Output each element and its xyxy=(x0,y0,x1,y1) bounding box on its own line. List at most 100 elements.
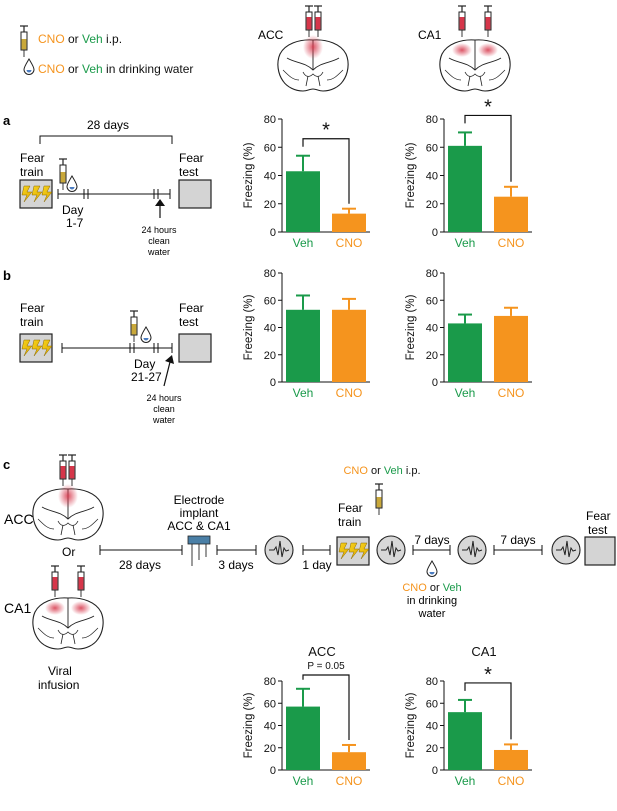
bar-veh xyxy=(448,712,482,770)
y-tick-label: 80 xyxy=(426,676,438,688)
x-tick-label: Veh xyxy=(455,386,476,400)
y-tick-label: 0 xyxy=(432,227,438,239)
syringe-icon xyxy=(313,5,323,38)
fear-test-box xyxy=(584,536,616,566)
brain-ca1-top: CA1 xyxy=(418,5,511,92)
chart-title: ACC xyxy=(308,644,335,659)
note-label: water xyxy=(147,247,170,257)
bar-cno xyxy=(332,309,366,382)
brain-ca1-label: CA1 xyxy=(418,28,442,42)
syringe-icon xyxy=(58,454,68,487)
y-tick-label: 40 xyxy=(264,171,276,183)
syringe-icon xyxy=(304,5,314,38)
bar-veh xyxy=(448,145,482,232)
y-tick-label: 40 xyxy=(426,171,438,183)
day-label: 1-7 xyxy=(66,216,84,230)
note-label: 24 hours xyxy=(141,225,177,235)
ip-label: CNO or Veh i.p. xyxy=(343,465,420,477)
water-drop-icon xyxy=(140,326,152,343)
syringe-icon xyxy=(50,565,60,598)
y-tick-label: 0 xyxy=(432,377,438,389)
fear-test-label: Fear xyxy=(586,509,611,523)
y-tick-label: 20 xyxy=(426,350,438,362)
significance-bracket xyxy=(464,682,512,740)
d28-label: 28 days xyxy=(119,558,161,572)
brain-icon xyxy=(439,39,511,92)
y-tick-label: 60 xyxy=(264,698,276,710)
bar-cno xyxy=(332,752,366,770)
panel-b-timeline: b Fear train Fear test Day 21-27 24 hour… xyxy=(3,268,212,425)
fear-test-box xyxy=(178,333,212,363)
note-label: clean xyxy=(148,236,170,246)
x-tick-label: CNO xyxy=(498,774,525,788)
syringe-icon xyxy=(129,310,139,343)
syringe-icon xyxy=(483,5,493,38)
acc-label: ACC xyxy=(4,511,34,527)
brain-icon xyxy=(32,597,104,650)
y-tick-label: 60 xyxy=(264,295,276,307)
significance-bracket xyxy=(464,114,512,182)
fear-train-label: train xyxy=(20,315,43,329)
legend-water-text: CNO or Veh in drinking water xyxy=(38,62,193,76)
x-tick-label: Veh xyxy=(455,774,476,788)
y-axis-label: Freezing (%) xyxy=(243,142,255,208)
y-tick-label: 0 xyxy=(270,377,276,389)
note-label: clean xyxy=(153,404,175,414)
x-tick-label: CNO xyxy=(336,236,363,250)
bar-veh xyxy=(286,309,320,382)
viral-label: Viral xyxy=(48,664,72,678)
significance-bracket xyxy=(302,674,350,740)
y-tick-label: 80 xyxy=(264,268,276,280)
electrode-icon xyxy=(187,535,211,545)
panel-c-letter: c xyxy=(3,457,10,472)
ca1-label: CA1 xyxy=(4,600,31,616)
note-label: 24 hours xyxy=(146,393,182,403)
syringe-icon xyxy=(67,454,77,487)
fear-test-label: Fear xyxy=(179,301,204,315)
chart-title: CA1 xyxy=(471,644,496,659)
fear-test-label: test xyxy=(588,523,608,537)
x-tick-label: Veh xyxy=(293,236,314,250)
syringe-icon xyxy=(374,483,384,516)
eeg-trace-icon xyxy=(376,535,406,565)
fear-test-label: test xyxy=(179,165,199,179)
x-tick-label: CNO xyxy=(336,386,363,400)
x-tick-label: Veh xyxy=(455,236,476,250)
y-axis-label: Freezing (%) xyxy=(243,692,255,758)
x-tick-label: Veh xyxy=(293,386,314,400)
d1-label: 1 day xyxy=(302,558,331,572)
implant-label: Electrode xyxy=(174,493,225,507)
y-tick-label: 40 xyxy=(426,721,438,733)
bar-cno xyxy=(332,213,366,232)
y-tick-label: 80 xyxy=(264,676,276,688)
eeg-trace-icon xyxy=(264,535,294,565)
implant-label: ACC & CA1 xyxy=(167,519,231,533)
y-tick-label: 0 xyxy=(432,765,438,777)
x-tick-label: CNO xyxy=(498,386,525,400)
y-axis-label: Freezing (%) xyxy=(405,142,417,208)
day-label: Day xyxy=(62,203,83,217)
water-label: water xyxy=(418,608,446,620)
y-tick-label: 80 xyxy=(426,268,438,280)
fear-train-label: Fear xyxy=(338,501,363,515)
fear-test-label: test xyxy=(179,315,199,329)
y-axis-label: Freezing (%) xyxy=(405,294,417,360)
y-tick-label: 20 xyxy=(264,199,276,211)
y-tick-label: 60 xyxy=(426,295,438,307)
y-tick-label: 60 xyxy=(426,698,438,710)
legend-ip-text: CNO or Veh i.p. xyxy=(38,32,122,46)
eeg-trace-icon xyxy=(551,535,581,565)
significance-label: * xyxy=(484,96,492,118)
viral-label: infusion xyxy=(38,678,79,692)
significance-label: P = 0.05 xyxy=(307,661,345,672)
fear-train-label: train xyxy=(338,515,361,529)
legend: CNO or Veh i.p. CNO or Veh in drinking w… xyxy=(19,25,193,76)
water-label: CNO or Veh xyxy=(402,582,461,594)
y-tick-label: 40 xyxy=(264,721,276,733)
day-label: 21-27 xyxy=(131,370,162,384)
